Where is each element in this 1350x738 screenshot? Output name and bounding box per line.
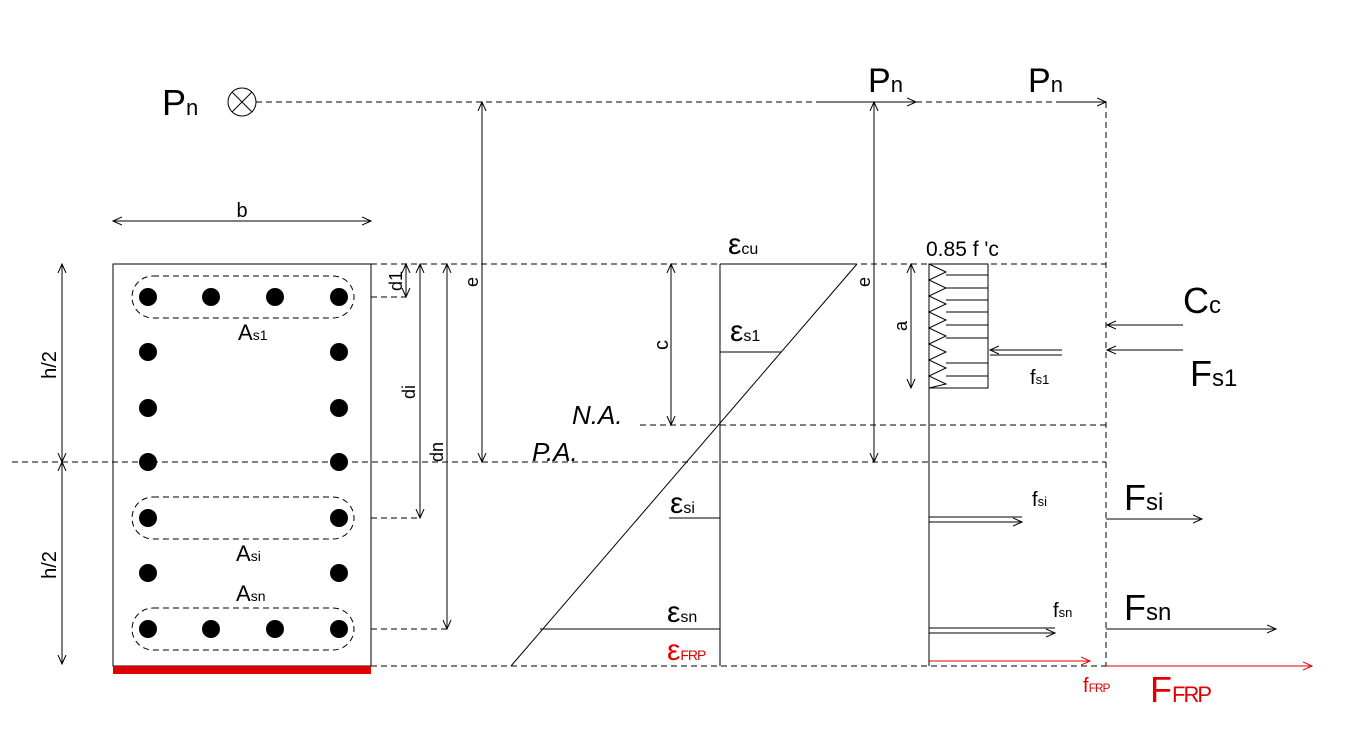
resultant-forces: Cc Fs1 Fsi Fsn FFRP xyxy=(1106,280,1312,710)
eccentricity-label-left: e xyxy=(462,277,482,287)
rebar xyxy=(330,453,348,471)
rebar xyxy=(139,564,157,582)
dn-label: dn xyxy=(427,442,447,462)
load-into-page-icon xyxy=(227,87,257,117)
stress-block xyxy=(928,263,989,389)
as1-label: As1 xyxy=(238,320,268,345)
strain-cu-label: εcu xyxy=(728,228,758,261)
stress-block-hatch xyxy=(927,263,948,389)
reference-lines xyxy=(12,102,1107,667)
rebar xyxy=(139,288,157,306)
rebar xyxy=(266,620,284,638)
strain-diagram: εcu εs1 εsi εsn εFRP xyxy=(510,228,858,667)
pn-force-label: Pn xyxy=(1028,62,1063,100)
fsi-label: fsi xyxy=(1032,489,1047,511)
plastic-axis-label: P.A. xyxy=(532,437,578,467)
ffrp-force-label: FFRP xyxy=(1150,669,1211,710)
stress-block-label: 0.85 f 'c xyxy=(926,238,999,261)
asn-label: Asn xyxy=(236,581,265,606)
strain-frp-label: εFRP xyxy=(667,634,706,667)
di-label: di xyxy=(399,385,419,399)
neutral-axis-label: N.A. xyxy=(572,400,623,430)
strain-s1-label: εs1 xyxy=(730,315,760,348)
fs1-label: fs1 xyxy=(1030,367,1049,389)
h-half-top-label: h/2 xyxy=(39,351,61,379)
rebar xyxy=(139,343,157,361)
cc-label: Cc xyxy=(1183,280,1221,321)
rebar xyxy=(330,620,348,638)
width-label: b xyxy=(236,200,247,222)
eccentricity-label-right: e xyxy=(854,277,874,287)
fsi-force-label: Fsi xyxy=(1124,477,1163,518)
rebar xyxy=(330,564,348,582)
strain-sn-label: εsn xyxy=(667,596,697,629)
rebar-group-s1 xyxy=(131,275,355,319)
rebar xyxy=(139,509,157,527)
stress-diagram: 0.85 f 'c a fs1 fsi fsn fFRP xyxy=(891,238,1112,697)
depth-dimensions: d1 di dn e e c N.A. P.A. xyxy=(386,102,874,629)
rebar-group-si xyxy=(131,496,355,540)
fs1-force-label: Fs1 xyxy=(1190,353,1237,394)
strain-profile xyxy=(510,263,858,667)
rebar xyxy=(330,343,348,361)
stress-block-depth-label: a xyxy=(891,320,911,331)
axial-load-pn-left: Pn Pn Pn xyxy=(162,62,1106,123)
d1-label: d1 xyxy=(386,271,406,291)
rebars xyxy=(139,288,348,638)
rebar xyxy=(266,288,284,306)
pn-left-label: Pn xyxy=(162,82,198,123)
rebar xyxy=(139,620,157,638)
rebar xyxy=(330,399,348,417)
rebar xyxy=(202,288,220,306)
pn-strain-label: Pn xyxy=(868,62,903,100)
fsn-label: fsn xyxy=(1053,600,1072,622)
fsn-force-label: Fsn xyxy=(1124,587,1171,628)
ffrp-label: fFRP xyxy=(1083,675,1111,697)
h-half-bottom-label: h/2 xyxy=(39,551,61,579)
rebar xyxy=(202,620,220,638)
strain-si-label: εsi xyxy=(670,487,695,520)
rebar xyxy=(139,399,157,417)
rebar-group-sn xyxy=(131,607,355,651)
frp-strip xyxy=(113,666,371,674)
neutral-axis-depth-label: c xyxy=(651,340,673,350)
rebar xyxy=(330,509,348,527)
asi-label: Asi xyxy=(236,541,261,566)
rebar xyxy=(330,288,348,306)
cross-section: b h/2 h/2 As1 xyxy=(39,200,371,674)
